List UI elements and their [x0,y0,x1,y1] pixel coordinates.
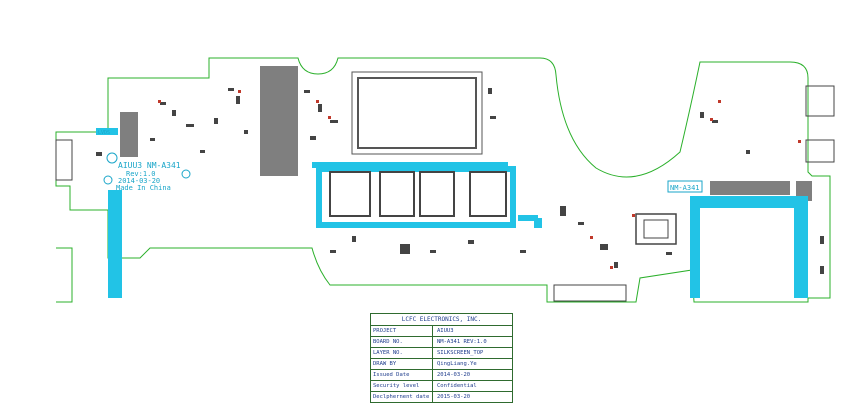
title-block-key: PROJECT [371,326,433,336]
title-block-value: QingLiang.Ye [437,361,477,367]
title-block-row: Issued Date 2014-03-20 [371,370,512,381]
board-outline [55,57,831,303]
copper-pad-right-2 [534,218,542,228]
pb-mark [181,169,191,179]
silk-model-line: AIUU3 NM-A341 [118,161,181,170]
title-block-row: BOARD NO. NM-A341 REV:1.0 [371,337,512,348]
title-block-row: PROJECT AIUU3 [371,326,512,337]
title-block: LCFC ELECTRONICS, INC. PROJECT AIUU3 BOA… [370,313,513,403]
title-block-value: NM-A341 REV:1.0 [437,339,487,345]
title-block-row: LAYER NO. SILKSCREEN_TOP [371,348,512,359]
memory-copper-frame [316,166,516,228]
port-top-right [805,85,835,117]
title-block-row: DRAW BY QingLiang.Ye [371,359,512,370]
title-block-value: 2015-03-20 [437,394,471,400]
component-cluster-center [304,88,526,254]
title-block-value: AIUU3 [437,328,454,334]
title-block-key: Issued Date [371,370,433,380]
connector-tag-box [96,128,118,135]
silk-rev-line: Rev:1.0 [126,170,156,178]
memory-chip-2 [379,171,415,217]
port-mid-right [805,139,835,163]
title-block-row: Security level Confidential [371,381,512,392]
title-block-value: Confidential [437,383,477,389]
right-copper-fill [690,196,808,298]
connector-tag-left: LVDS [98,130,110,136]
bottom-connector [553,284,627,302]
component-cluster-left [96,88,248,156]
copper-pad-right-1 [518,215,538,221]
left-tab-outline [56,247,73,303]
title-block-key: LAYER NO. [371,348,433,358]
socket-inner [357,77,477,149]
silk-date-line: 2014-03-20 [118,177,160,185]
side-tag-right: NM-A341 [670,184,700,192]
title-block-key: Declphernent date [371,392,433,402]
silk-origin-line: Made In China [116,184,171,192]
side-tag-box [667,180,703,193]
title-block-value: SILKSCREEN_TOP [437,350,484,356]
title-block-key: BOARD NO. [371,337,433,347]
component-cluster-right [560,112,824,274]
marker-dots [158,90,801,269]
ic-right-connector [710,181,790,195]
socket-frame [351,71,483,155]
port-left [55,139,73,181]
left-copper-fill [108,190,122,298]
memory-bus-strip [312,162,508,168]
title-block-value: 2014-03-20 [437,372,471,378]
ic-connector-top [260,66,298,176]
memory-chip-4 [469,171,507,217]
memory-chip-1 [329,171,371,217]
title-block-row: Declphernent date 2015-03-20 [371,392,512,402]
recycle-mark [103,175,113,185]
title-block-key: Security level [371,381,433,391]
title-block-key: DRAW BY [371,359,433,369]
cpu-outline [635,213,677,245]
memory-chip-3 [419,171,455,217]
title-block-company: LCFC ELECTRONICS, INC. [371,314,512,326]
hf-mark [106,152,118,164]
cpu-core [643,219,669,239]
ic-left-module [120,112,138,157]
